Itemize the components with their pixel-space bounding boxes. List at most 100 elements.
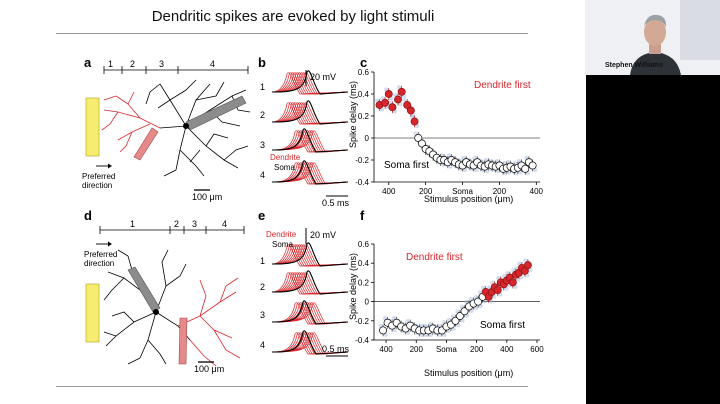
dendrite-first-point	[508, 278, 517, 287]
x-tick-label: 400	[500, 345, 514, 354]
dendrite-trace	[271, 302, 349, 325]
slide: Dendritic spikes are evoked by light sti…	[0, 0, 586, 404]
b-row-1: 1	[260, 82, 266, 92]
dendrite-first-point	[384, 90, 393, 98]
soma-first-point	[460, 307, 469, 316]
d-segment-2: 2	[174, 219, 180, 229]
x-tick-label: 400	[530, 187, 544, 196]
panel-e-label: e	[258, 208, 266, 223]
e-row-2: 2	[260, 282, 266, 292]
soma-trace	[271, 70, 349, 95]
b-legend-dendrite: Dendrite	[270, 153, 301, 162]
dendrite-trace	[271, 332, 349, 355]
x-tick-label: Soma	[436, 345, 457, 354]
e-scale-mv: 20 mV	[310, 230, 337, 240]
soma-first-point	[474, 297, 483, 306]
dendrite-trace	[271, 162, 349, 185]
b-scale-ms: 0.5 ms	[322, 198, 350, 208]
panel-f-chart: 0.6 0.4 0.2 0 -0.2 -0.4 400 200 Soma 200 400 600	[355, 240, 544, 354]
panel-d-label: d	[84, 208, 92, 223]
panel-d-drawing	[85, 226, 245, 367]
x-tick-label: 400	[382, 187, 396, 196]
dendrite-trace	[271, 102, 349, 125]
x-tick-label: Soma	[452, 187, 473, 196]
x-tick-label: 200	[493, 187, 507, 196]
y-tick-label: 0	[365, 134, 370, 143]
y-tick-label: -0.2	[355, 156, 369, 165]
dendrite-trace	[271, 72, 349, 95]
f-soma-first: Soma first	[480, 320, 526, 331]
c-dendrite-first: Dendrite first	[474, 80, 531, 91]
y-tick-label: 0	[365, 298, 370, 307]
e-row-1: 1	[260, 256, 266, 266]
soma-trace	[271, 160, 349, 185]
b-scale-mv: 20 mV	[310, 72, 337, 82]
dendrite-first-point	[394, 95, 402, 104]
soma-first-point	[521, 164, 530, 173]
b-row-3: 3	[260, 140, 266, 150]
segment-3: 3	[159, 59, 165, 69]
x-tick-label: 200	[470, 345, 484, 354]
soma-trace	[271, 330, 349, 355]
d-scalebar-label: 100 μm	[194, 364, 225, 374]
y-tick-label: -0.2	[355, 317, 369, 326]
participant-video-tile[interactable]: Stephen Williams	[585, 0, 720, 75]
dendrite-first-point	[397, 87, 406, 96]
soma-first-point	[379, 326, 388, 335]
panel-c-label: c	[360, 55, 368, 70]
soma-trace	[271, 128, 349, 153]
participant-name: Stephen Williams	[605, 62, 663, 69]
y-tick-label: 0.4	[358, 90, 370, 99]
e-row-4: 4	[260, 340, 266, 350]
panel-a-label: a	[84, 55, 92, 70]
e-legend-dendrite: Dendrite	[266, 230, 297, 239]
dendrite-trace	[271, 130, 349, 153]
b-row-2: 2	[260, 110, 266, 120]
panel-a-drawing	[85, 66, 251, 191]
y-tick-label: -0.4	[355, 336, 369, 345]
dendrite-first-point	[381, 98, 390, 107]
y-tick-label: 0.6	[358, 240, 370, 249]
y-tick-label: 0.4	[358, 259, 370, 268]
e-legend-soma: Soma	[272, 240, 293, 249]
dendrite-first-point	[493, 286, 502, 295]
stimulus-bar-top	[85, 97, 100, 157]
x-tick-label: 600	[530, 345, 544, 354]
dendrite-first-point	[388, 103, 397, 112]
segment-1: 1	[108, 59, 114, 69]
dendrite-trace	[271, 272, 349, 295]
segment-2: 2	[130, 59, 136, 69]
y-tick-label: 0.2	[358, 278, 370, 287]
c-soma-first: Soma first	[384, 160, 430, 171]
b-row-4: 4	[260, 170, 266, 180]
f-dendrite-first: Dendrite first	[406, 252, 463, 263]
panel-b-traces	[271, 70, 349, 197]
e-scale-ms: 0.5 ms	[322, 344, 350, 354]
stimulus-bar-bottom	[85, 283, 100, 343]
x-tick-label: 400	[379, 345, 393, 354]
soma-trace	[271, 100, 349, 125]
soma-trace	[271, 300, 349, 325]
soma-first-point	[451, 316, 460, 325]
x-tick-label: 200	[410, 345, 424, 354]
y-tick-label: 0.6	[358, 68, 370, 77]
soma-trace	[271, 242, 349, 267]
dendrite-first-point	[406, 106, 415, 115]
c-x-axis-label: Stimulus position (μm)	[424, 194, 514, 204]
title-divider	[56, 33, 528, 34]
soma-first-point	[528, 161, 537, 170]
d-segment-1: 1	[130, 219, 136, 229]
slide-title: Dendritic spikes are evoked by light sti…	[151, 8, 435, 25]
y-tick-label: 0.2	[358, 112, 370, 121]
scalebar-label: 100 μm	[192, 192, 223, 202]
panel-e-traces	[271, 228, 349, 357]
dendrite-first-point	[410, 117, 419, 126]
d-segment-3: 3	[192, 219, 198, 229]
panel-b-label: b	[258, 55, 266, 70]
footer-divider	[56, 386, 528, 387]
dendrite-first-point	[523, 261, 532, 270]
b-legend-soma: Soma	[274, 163, 295, 172]
